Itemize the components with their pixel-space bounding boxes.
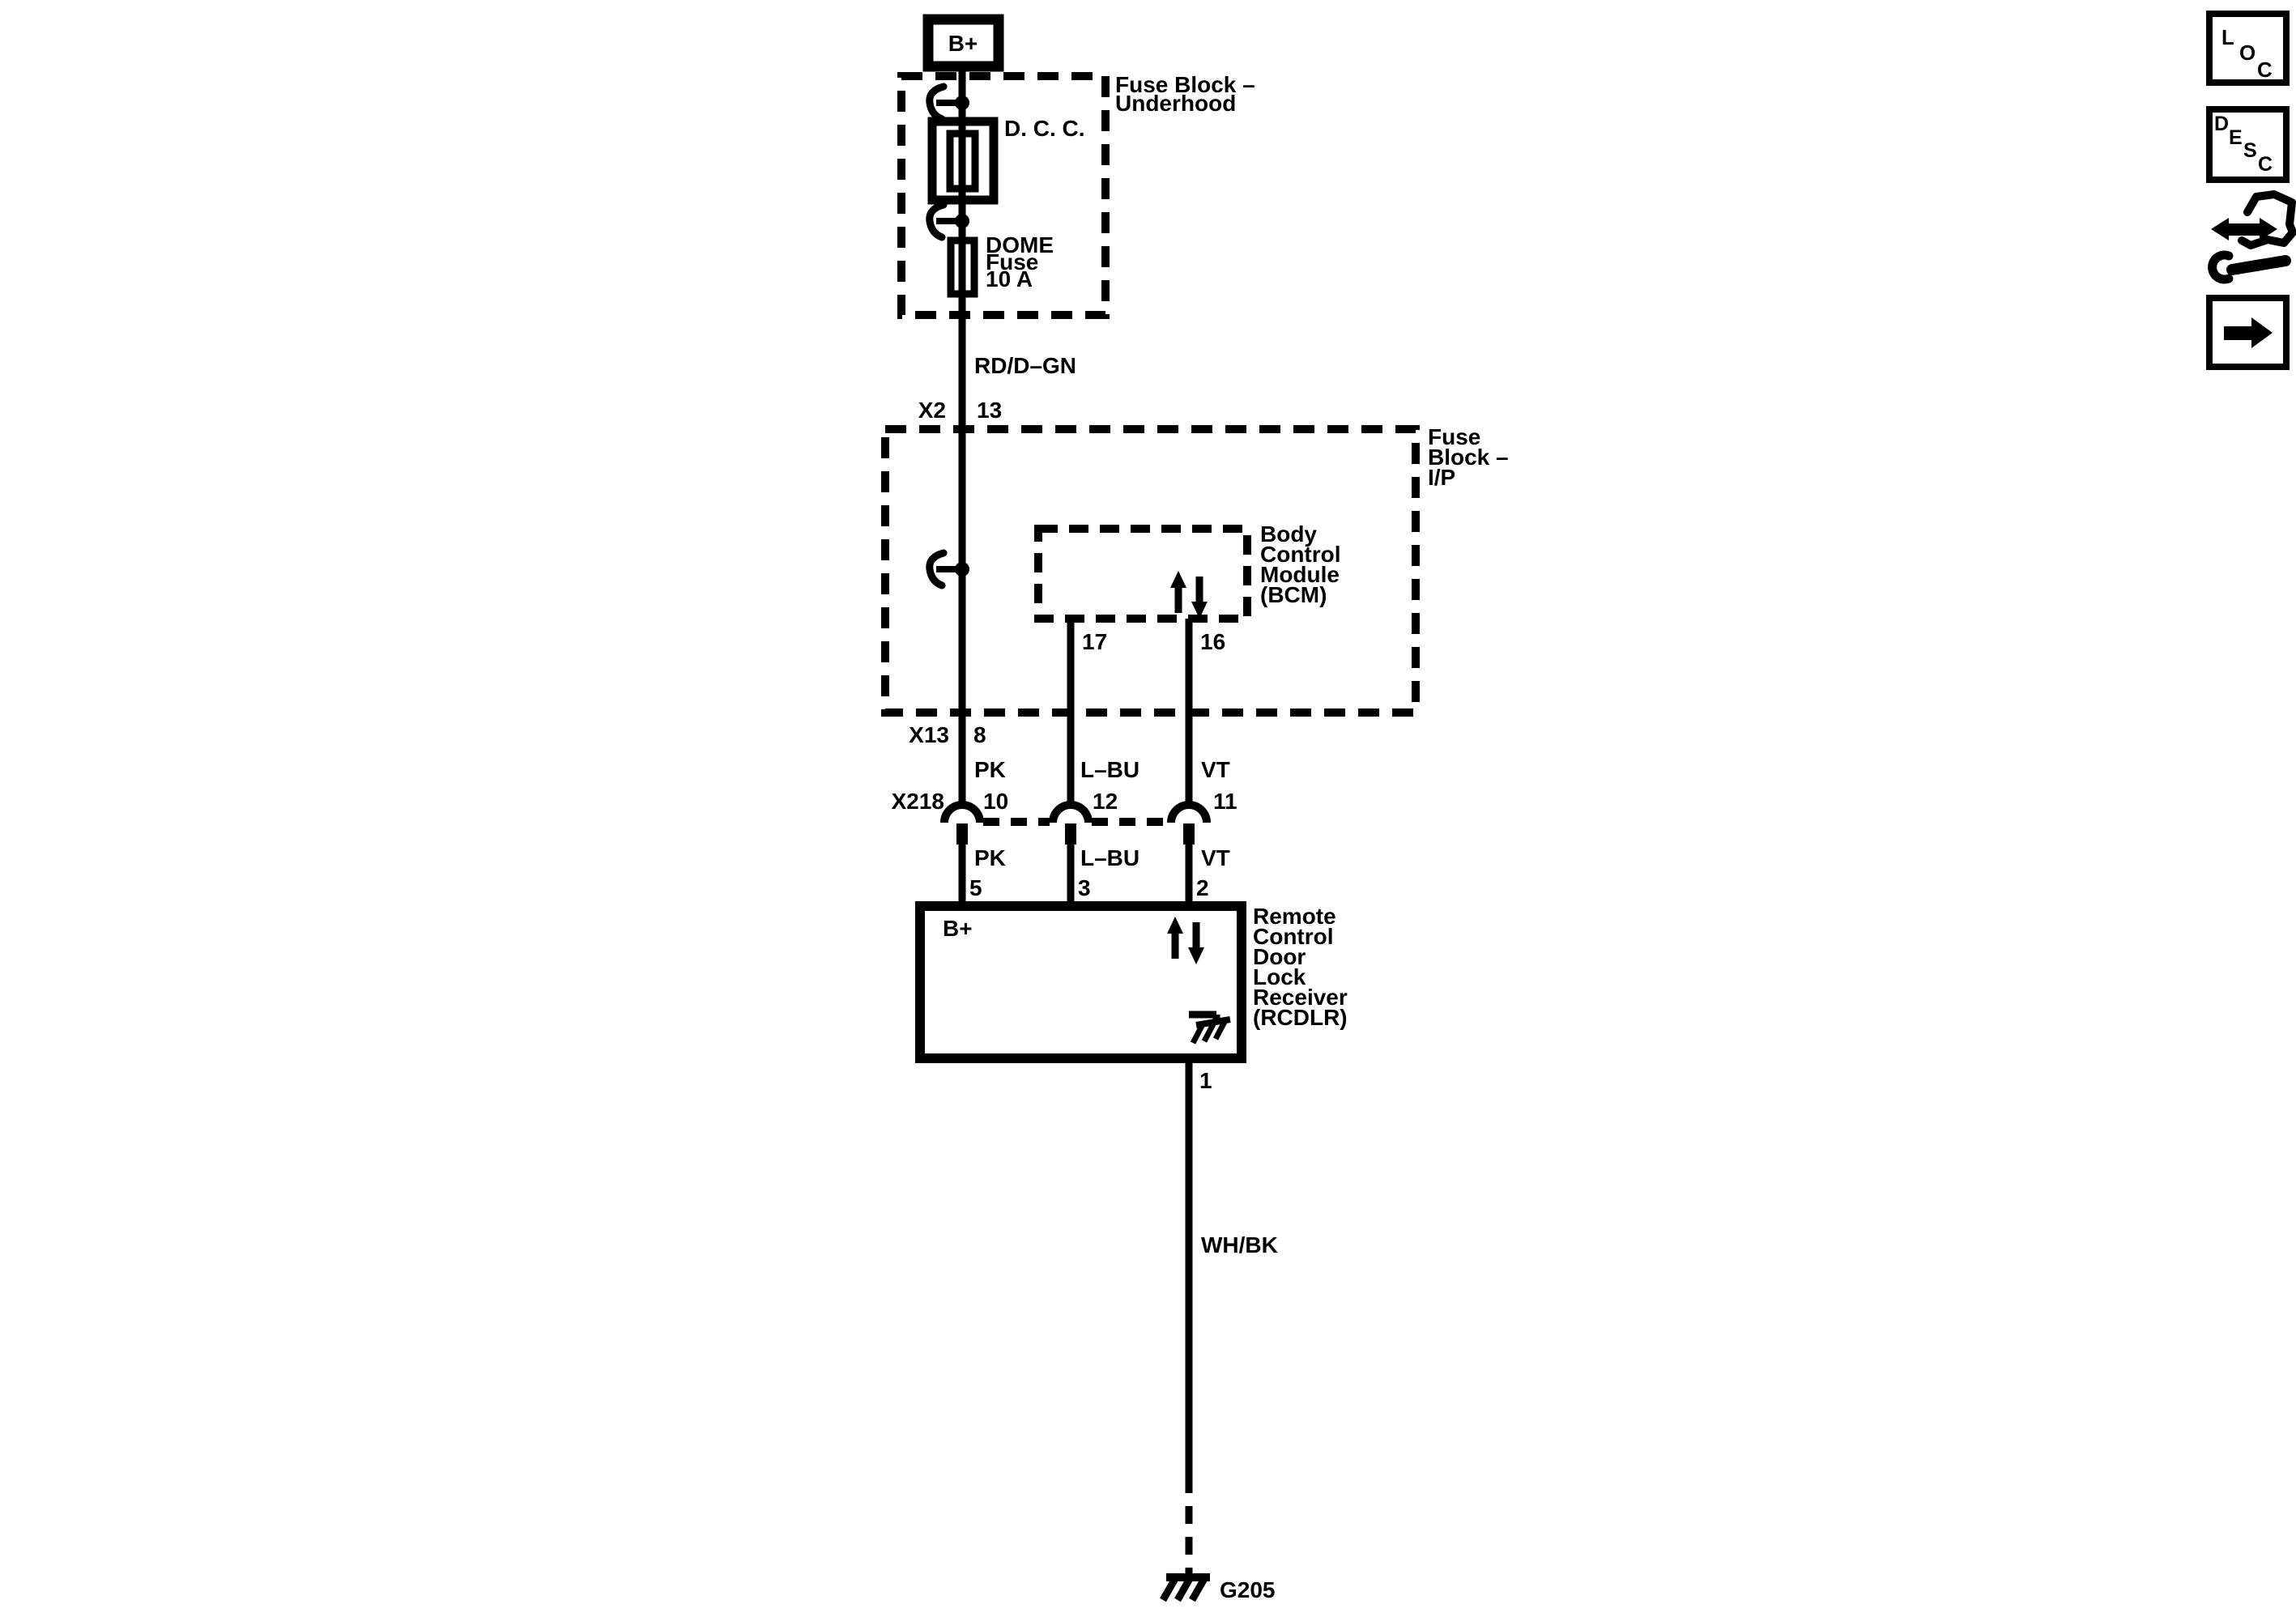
fuse-block-underhood-label-2: Underhood (1115, 91, 1236, 116)
connector-x2-label: X2 (918, 398, 946, 423)
battery-label: B+ (948, 31, 978, 56)
battery-feed-wire-color: RD/D–GN (974, 353, 1076, 378)
fuse-block-underhood-box (897, 72, 1110, 319)
bcm-pin16: 16 (1200, 629, 1225, 654)
x218-socket-terminal (1049, 801, 1093, 845)
rcdlr-pin2: 2 (1196, 875, 1209, 900)
next-page-button-box[interactable] (2206, 295, 2290, 370)
connector-x218-pin11: 11 (1213, 789, 1237, 814)
dome-fuse-label-2: Fuse (986, 249, 1038, 274)
terminal-clip-icon (926, 549, 969, 589)
lbu-upper-color: L–BU (1080, 757, 1139, 782)
connector-x2-pin: 13 (977, 398, 1002, 423)
rcdlr-box (915, 901, 1246, 1063)
bcm-signal-arrows-icon (1170, 571, 1208, 619)
desc-letter-s: S (2243, 139, 2257, 162)
bcm-box (1034, 525, 1251, 623)
rcdlr-label-2: Control (1253, 924, 1334, 949)
vt-upper-color: VT (1201, 757, 1230, 782)
location-button-box[interactable] (2206, 11, 2290, 86)
rcdlr-signal-arrows-icon (1167, 917, 1204, 964)
g205-ground-icon (1160, 1573, 1210, 1602)
rcdlr-label-4: Lock (1253, 964, 1306, 989)
location-button[interactable]: L O C (2206, 11, 2290, 86)
lbu-lower-color: L–BU (1080, 845, 1139, 870)
connector-x218-pin10: 10 (983, 789, 1008, 814)
rcdlr-label-6: (RCDLR) (1253, 1005, 1348, 1030)
next-page-button[interactable] (2206, 295, 2290, 370)
right-arrow-icon (2251, 317, 2273, 348)
rcdlr-pin3: 3 (1078, 875, 1091, 900)
connector-x218-pin12: 12 (1093, 789, 1118, 814)
bcm-label-3: Module (1260, 562, 1340, 587)
bcm-label-2: Control (1260, 542, 1341, 567)
dome-fuse-element (947, 236, 978, 298)
desc-letter-c: C (2258, 153, 2273, 176)
terminal-clip-icon (926, 201, 969, 241)
x218-socket-terminal (1167, 801, 1211, 845)
rcdlr-pin5: 5 (969, 875, 982, 900)
desc-letter-e: E (2229, 126, 2243, 149)
bcm-label-4: (BCM) (1260, 582, 1327, 607)
loc-letter-c: C (2257, 57, 2273, 82)
right-arrow-shaft (2224, 326, 2253, 340)
hand-outline-icon (2238, 190, 2296, 249)
double-arrow-icon (2260, 218, 2277, 240)
rcdlr-label-5: Receiver (1253, 985, 1348, 1010)
diagnostic-tools-button[interactable] (2208, 190, 2296, 284)
loc-letter-o: O (2239, 40, 2256, 65)
terminal-clip-icon (926, 83, 969, 123)
connector-x13-pin: 8 (973, 722, 986, 747)
fuse-block-underhood-label-1: Fuse Block – (1115, 72, 1255, 97)
dcc-fuse-outer (927, 117, 999, 205)
rcdlr-label-3: Door (1253, 944, 1306, 969)
rcdlr-pin1: 1 (1199, 1068, 1212, 1093)
dome-fuse-label-3: 10 A (986, 266, 1033, 291)
connector-x218-label: X218 (892, 789, 944, 814)
wrench-icon (2208, 250, 2234, 284)
fuse-block-ip-label-3: I/P (1428, 465, 1455, 490)
dome-fuse-label-1: DOME (986, 232, 1054, 257)
desc-letter-d: D (2214, 113, 2229, 135)
double-arrow-shaft (2227, 223, 2260, 236)
rcdlr-label-1: Remote (1253, 904, 1336, 929)
description-button[interactable]: D E S C (2206, 106, 2290, 183)
fuse-block-ip-label-1: Fuse (1428, 424, 1480, 449)
bcm-label-1: Body (1260, 521, 1317, 547)
dcc-label: D. C. C. (1004, 116, 1085, 141)
dcc-fuse-element (946, 130, 979, 193)
vt-lower-color: VT (1201, 845, 1230, 870)
pk-upper-color: PK (974, 757, 1006, 782)
description-button-box[interactable] (2206, 106, 2290, 183)
bcm-pin17: 17 (1082, 629, 1107, 654)
rcdlr-internal-ground-icon (1189, 1011, 1231, 1045)
ground-wire-color: WH/BK (1201, 1232, 1278, 1257)
connector-x13-label: X13 (909, 722, 949, 747)
double-arrow-icon (2211, 218, 2229, 240)
rcdlr-bplus-label: B+ (943, 916, 973, 941)
pk-lower-color: PK (974, 845, 1006, 870)
loc-letter-l: L (2221, 25, 2234, 49)
fuse-block-ip-label-2: Block – (1428, 445, 1509, 470)
x218-socket-terminal (940, 801, 984, 845)
wrench-handle (2226, 255, 2291, 275)
battery-terminal-box (922, 14, 1004, 72)
ground-label: G205 (1220, 1577, 1276, 1602)
